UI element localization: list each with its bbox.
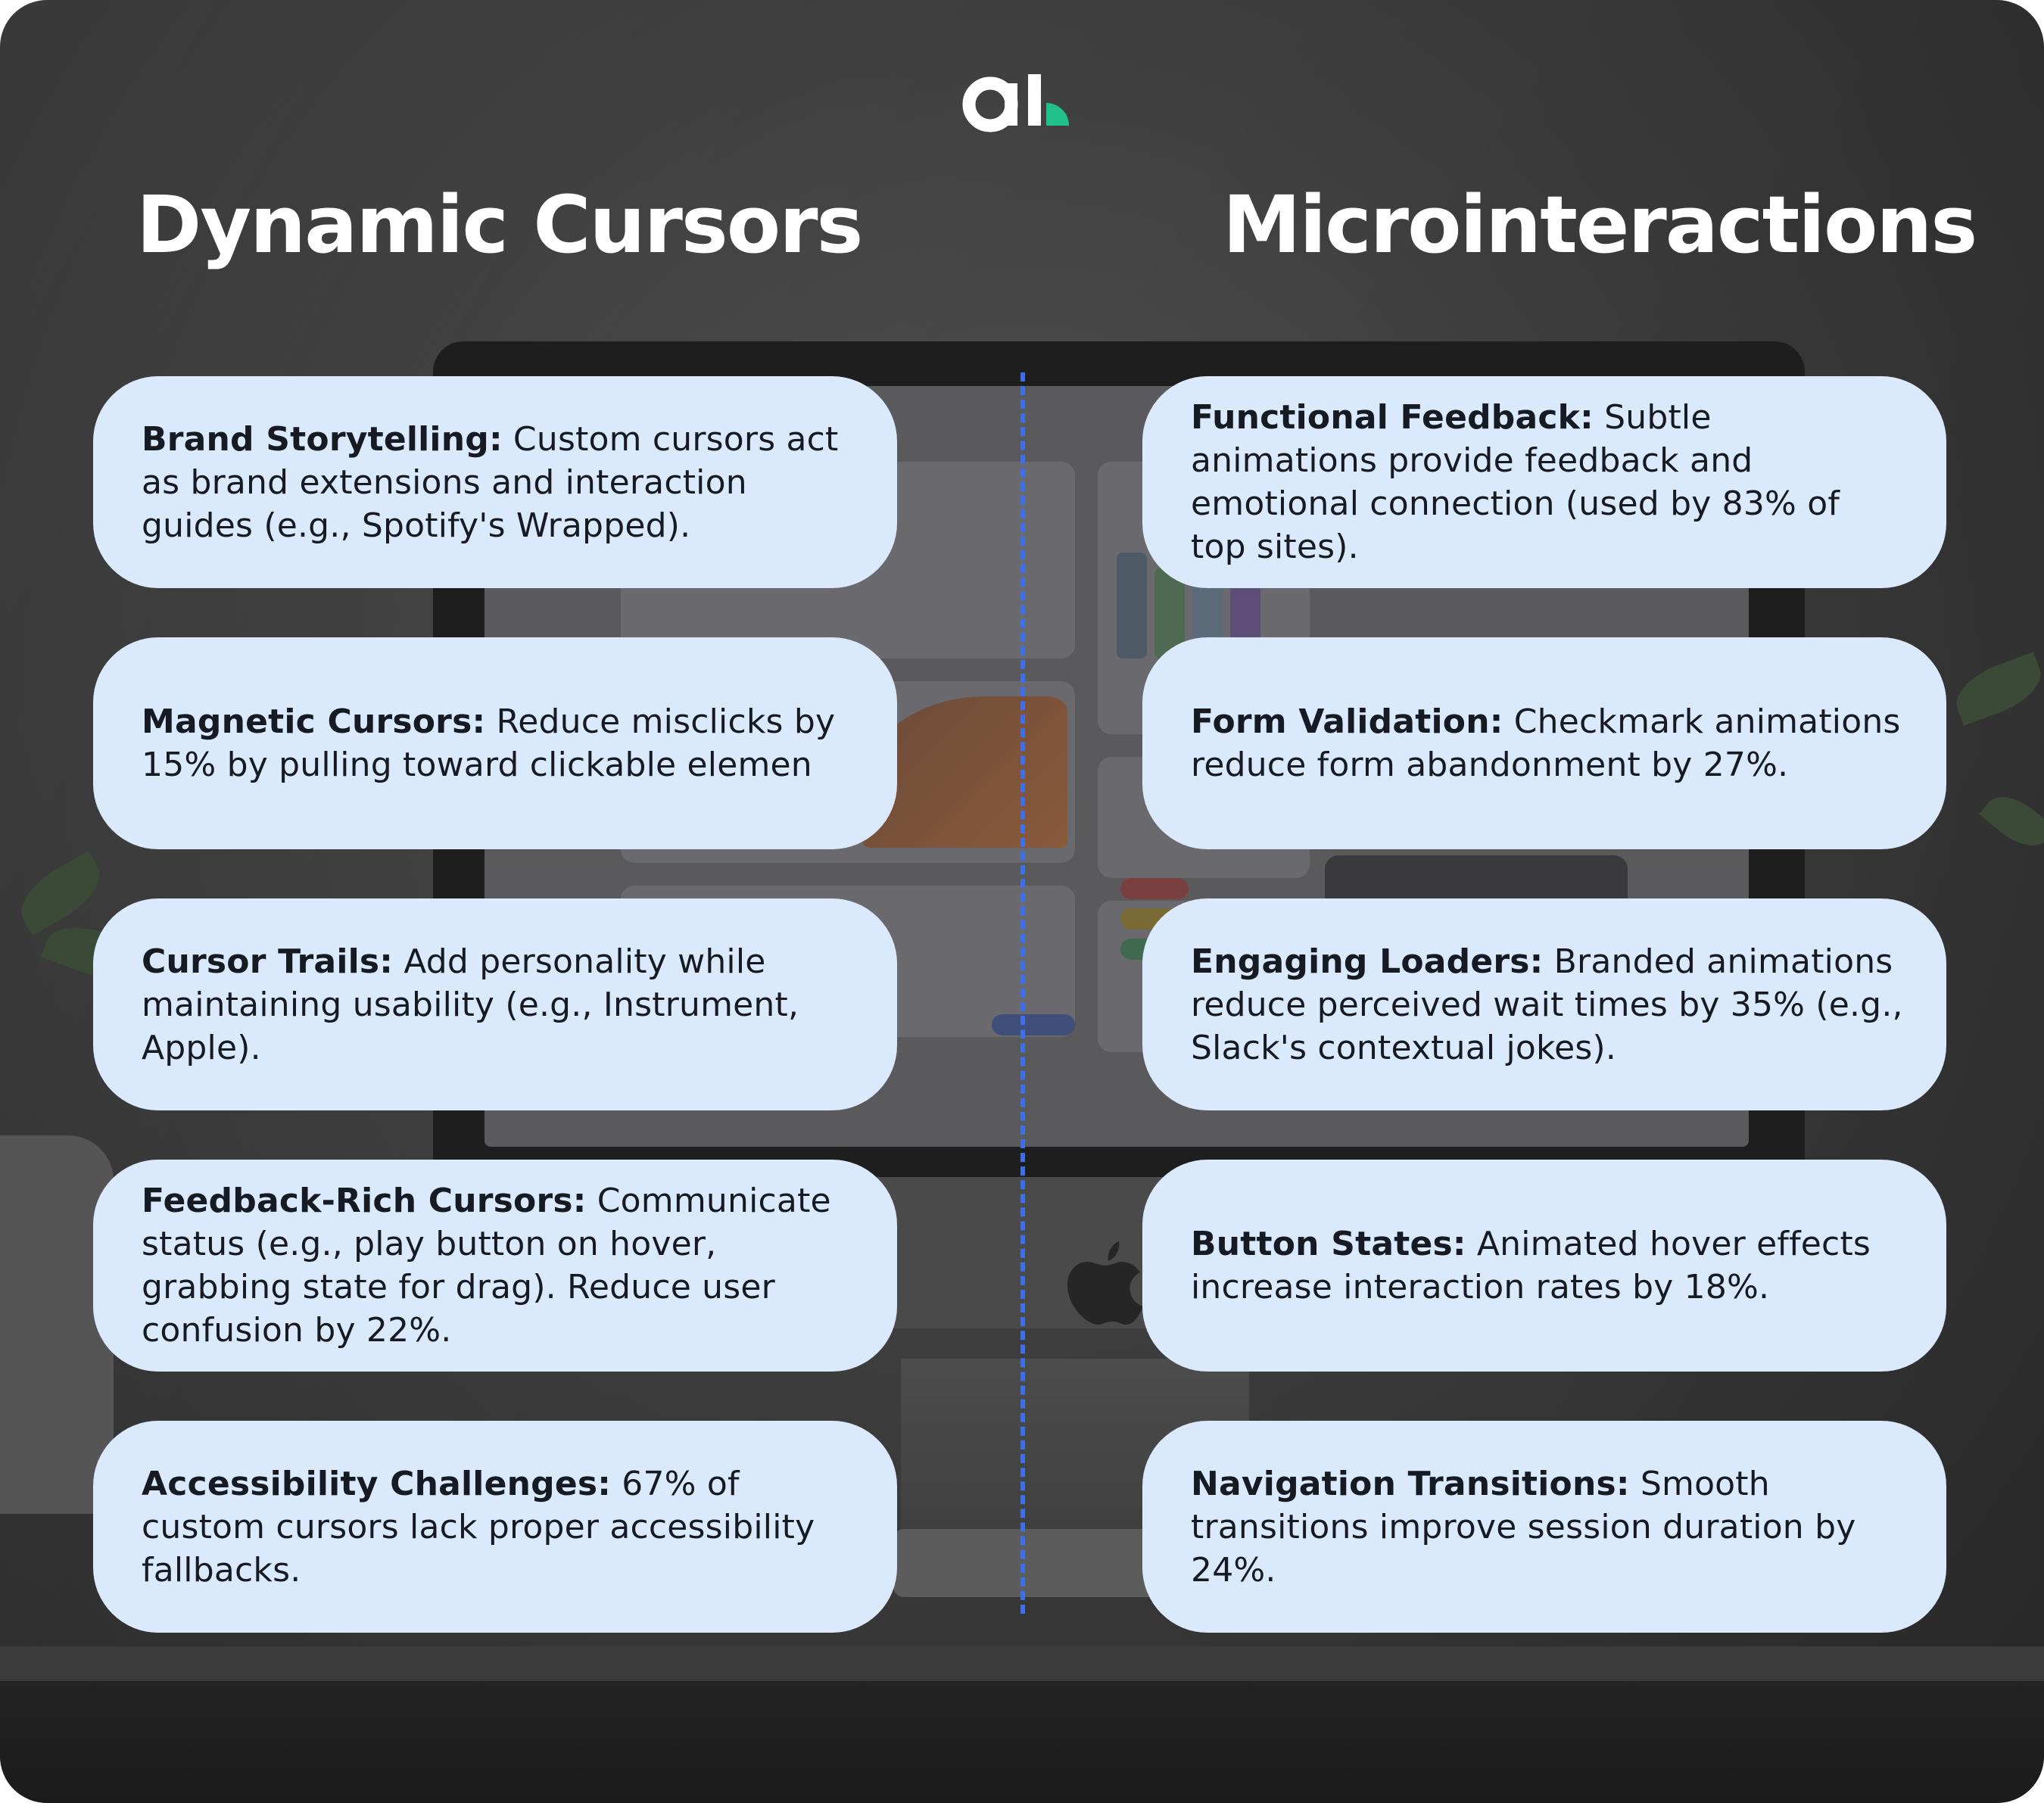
plant-pot [0,1135,114,1514]
card-functional-feedback: Functional Feedback: Subtle animations p… [1142,376,1946,588]
card-body: Branded animations reduce perceived wait… [1191,942,1903,1067]
card-body: Reduce misclicks by 15% by pulling towar… [142,702,836,784]
card-cursor-trails: Cursor Trails: Add personality while mai… [93,898,897,1110]
card-text: Accessibility Challenges: 67% of custom … [142,1462,855,1592]
card-text: Form Validation: Checkmark animations re… [1191,700,1904,786]
card-text: Feedback-Rich Cursors: Communicate statu… [142,1179,855,1352]
card-navigation-transitions: Navigation Transitions: Smooth transitio… [1142,1421,1946,1633]
card-text: Functional Feedback: Subtle animations p… [1191,396,1904,568]
card-body: Animated hover effects increase interact… [1191,1225,1871,1306]
card-accessibility-challenges: Accessibility Challenges: 67% of custom … [93,1421,897,1633]
card-body: Custom cursors act as brand extensions a… [142,419,839,545]
card-text: Button States: Animated hover effects in… [1191,1222,1904,1309]
card-text: Magnetic Cursors: Reduce misclicks by 15… [142,700,855,786]
chart-bar [1117,553,1147,659]
brand-logo [962,74,1069,132]
column-title-dynamic-cursors: Dynamic Cursors [136,179,863,271]
card-body: Communicate status (e.g., play button on… [142,1182,831,1350]
card-label: Magnetic Cursors: [142,702,486,741]
card-brand-storytelling: Brand Storytelling: Custom cursors act a… [93,376,897,588]
desk-front [0,1681,2044,1803]
card-text: Navigation Transitions: Smooth transitio… [1191,1462,1904,1592]
card-label: Form Validation: [1191,702,1503,741]
card-label: Brand Storytelling: [142,419,503,459]
card-text: Engaging Loaders: Branded animations red… [1191,940,1904,1070]
card-magnetic-cursors: Magnetic Cursors: Reduce misclicks by 15… [93,637,897,849]
card-label: Feedback-Rich Cursors: [142,1182,587,1220]
card-engaging-loaders: Engaging Loaders: Branded animations red… [1142,898,1946,1110]
card-button-states: Button States: Animated hover effects in… [1142,1160,1946,1372]
card-label: Button States: [1191,1225,1466,1263]
logo-accent-dot [1046,103,1069,126]
card-label: Navigation Transitions: [1191,1464,1630,1503]
column-divider [1020,372,1025,1614]
desk-surface [0,1646,2044,1681]
apple-icon [1067,1241,1143,1325]
card-label: Accessibility Challenges: [142,1464,612,1503]
card-text: Brand Storytelling: Custom cursors act a… [142,418,855,547]
screen-button [992,1014,1075,1035]
card-label: Functional Feedback: [1191,398,1594,437]
column-title-microinteractions: Microinteractions [1223,179,1977,271]
status-pill [1120,878,1189,899]
card-body: Add personality while maintaining usabil… [142,942,799,1067]
card-text: Cursor Trails: Add personality while mai… [142,940,855,1070]
card-label: Cursor Trails: [142,942,394,981]
card-body: Subtle animations provide feedback and e… [1191,398,1840,566]
card-body: Checkmark animations reduce form abandon… [1191,702,1901,784]
card-label: Engaging Loaders: [1191,942,1544,981]
card-body: Smooth transitions improve session durat… [1191,1464,1856,1590]
card-feedback-rich-cursors: Feedback-Rich Cursors: Communicate statu… [93,1160,897,1372]
card-body: 67% of custom cursors lack proper access… [142,1464,815,1590]
card-form-validation: Form Validation: Checkmark animations re… [1142,637,1946,849]
